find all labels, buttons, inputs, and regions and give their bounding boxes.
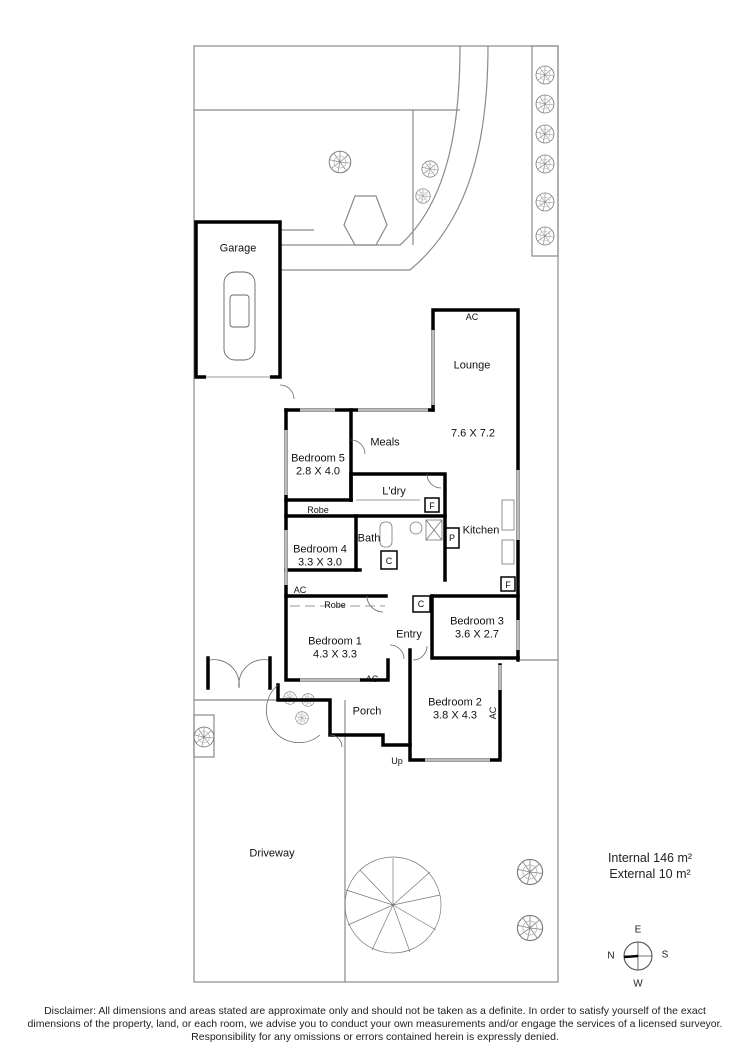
- compass-e: E: [634, 924, 642, 936]
- compass-n: N: [607, 950, 615, 962]
- room-dims-lounge-meals: 7.6 X 7.2: [450, 427, 496, 440]
- door-swings: [209, 384, 442, 748]
- room-label-kitchen: Kitchen: [462, 524, 500, 537]
- ac-unit-bedroom-2: AC: [488, 706, 498, 720]
- room-label-bedroom-1: Bedroom 1: [308, 635, 362, 648]
- garden-trees: [193, 65, 555, 942]
- compass-icon: [623, 941, 653, 971]
- room-label-bath: Bath: [357, 532, 381, 545]
- compass-s: S: [661, 949, 669, 961]
- large-tree: [344, 856, 442, 954]
- step-up-label: Up: [391, 756, 403, 766]
- windows: [284, 330, 520, 762]
- room-label-meals: Meals: [370, 436, 400, 449]
- room-label-bedroom-4: Bedroom 4: [293, 543, 347, 556]
- room-label-entry: Entry: [396, 628, 422, 641]
- room-label-bedroom-5: Bedroom 5: [291, 452, 345, 465]
- room-label-bedroom-3: Bedroom 3: [450, 615, 504, 628]
- wet-area-fixtures: [290, 499, 515, 607]
- room-dims-bedroom-5: 2.8 X 4.0: [295, 465, 341, 478]
- ac-unit-bedroom-1: AC: [365, 674, 379, 684]
- room-label-garage: Garage: [219, 242, 257, 255]
- room-dims-bedroom-1: 4.3 X 3.3: [312, 648, 358, 661]
- disclaimer-text: Disclaimer: All dimensions and areas sta…: [27, 1005, 723, 1043]
- room-label-lounge: Lounge: [453, 359, 491, 372]
- pantry: P: [448, 533, 456, 543]
- room-label-robe-2: Robe: [324, 600, 346, 610]
- compass-w: W: [633, 978, 643, 990]
- room-label-porch: Porch: [352, 705, 382, 718]
- ac-unit-bedroom-4: AC: [293, 585, 307, 595]
- ac-unit-lounge: AC: [465, 312, 479, 322]
- fridge-space-laundry: F: [429, 501, 435, 511]
- cupboard-entry: C: [417, 599, 425, 609]
- room-dims-bedroom-3: 3.6 X 2.7: [454, 628, 500, 641]
- property-boundary: [193, 45, 559, 983]
- room-label-laundry: L'dry: [382, 485, 406, 498]
- area-label-driveway: Driveway: [249, 847, 295, 860]
- internal-area: Internal 146 m²: [607, 851, 693, 865]
- fridge-space-kitchen: F: [505, 580, 511, 590]
- room-label-bedroom-2: Bedroom 2: [428, 696, 482, 709]
- car-icon: [223, 271, 256, 361]
- area-summary: Internal 146 m² External 10 m²: [600, 850, 700, 882]
- garage: [194, 220, 282, 379]
- room-dims-bedroom-4: 3.3 X 3.0: [297, 556, 343, 569]
- room-label-robe-1: Robe: [307, 505, 329, 515]
- external-area: External 10 m²: [609, 867, 691, 881]
- cupboard-hall: C: [385, 556, 393, 566]
- room-dims-bedroom-2: 3.8 X 4.3: [432, 709, 478, 722]
